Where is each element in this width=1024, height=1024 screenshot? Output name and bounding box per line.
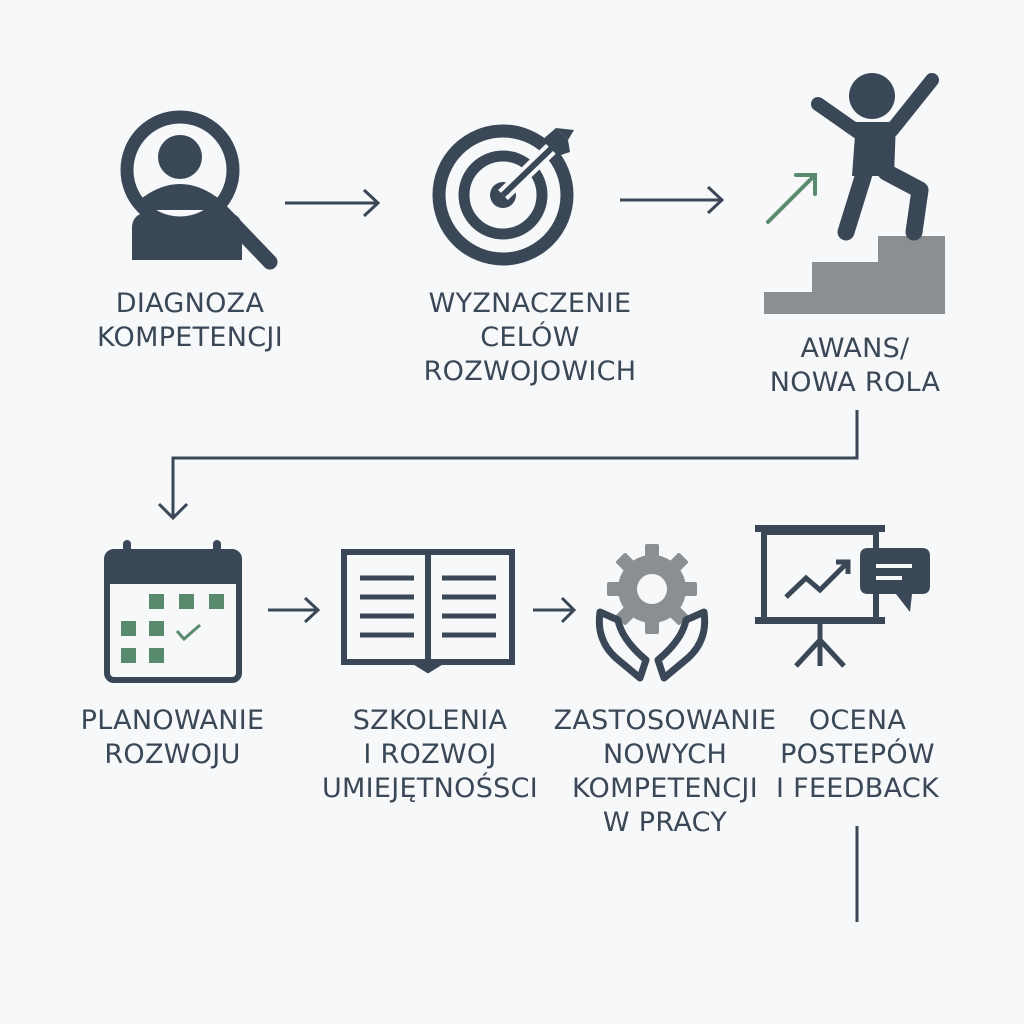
open-book-icon [341,549,515,674]
step-label-diagnoza: DIAGNOZA KOMPETENCJI [97,288,283,353]
connector-arrow [157,410,859,521]
step-label-awans: AWANS/ NOWA ROLA [769,333,941,398]
presentation-board-icon [755,525,930,668]
magnifier-person-icon [120,110,278,270]
gear-hands-icon [595,544,709,682]
step-label-zastosowanie: ZASTOSOWANIE NOWYCH KOMPETENCJI W PRACY [553,705,777,838]
arrow-right [268,596,321,624]
arrow-right [285,188,381,218]
person-climbing-stairs-icon [764,73,945,314]
calendar-icon [104,540,242,683]
step-label-szkolenia: SZKOLENIA I ROZWOJ UMIEJĘTNOŚSCI [321,705,539,804]
target-arrow-icon [432,124,574,266]
arrow-right [533,596,577,624]
step-label-wyznaczenie: WYZNACZENIE CELÓW ROZWOJOWICH [423,288,637,387]
arrow-right [620,185,725,215]
step-label-ocena: OCENA POSTEPÓW I FEEDBACK [775,705,940,804]
step-label-planowanie: PLANOWANIE ROZWOJU [80,705,265,770]
